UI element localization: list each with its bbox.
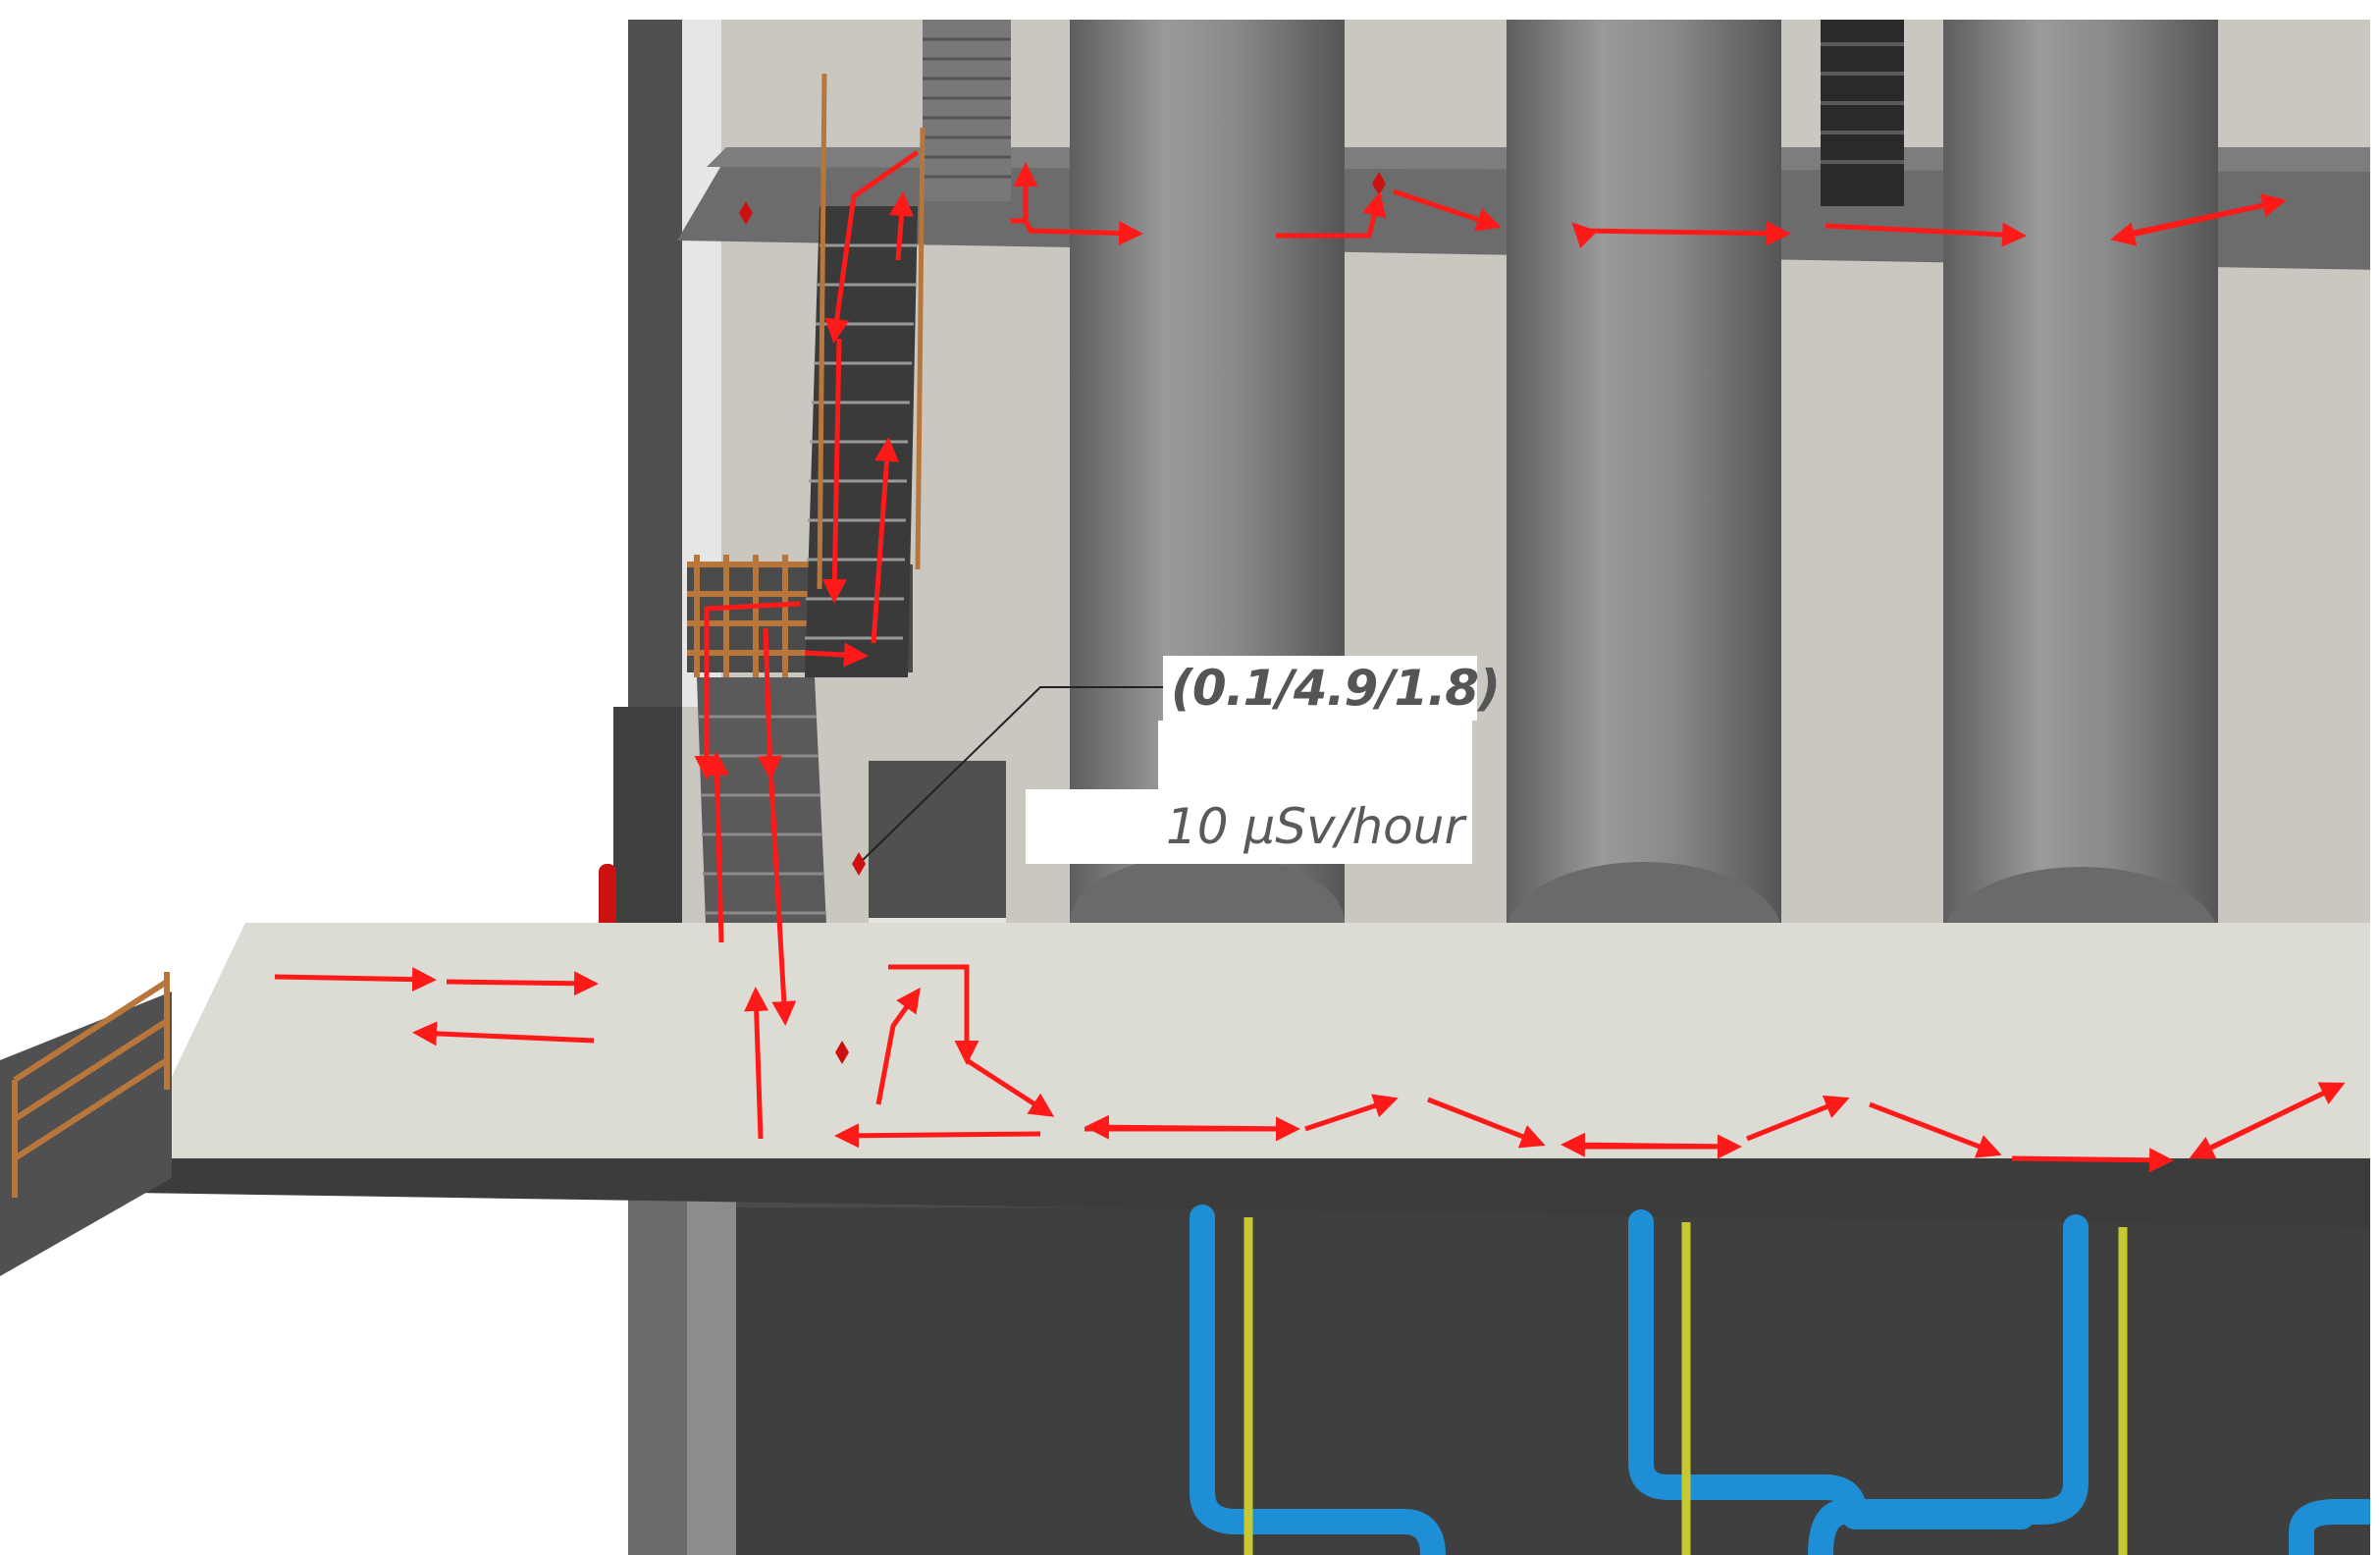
- blue-pipes: [1190, 1205, 2380, 1555]
- upper-stair-steps: [923, 37, 1011, 179]
- dose-rate-label: 10 μSv/hour: [1026, 789, 1472, 864]
- upper-stair: [923, 20, 1011, 201]
- vessel-3: [1943, 20, 2218, 1008]
- vertical-wall: [628, 20, 682, 707]
- main-floor-edge: [132, 1158, 2380, 1227]
- vessel-2: [1507, 20, 1781, 1003]
- left-railing: [12, 972, 170, 1198]
- leader-line: [858, 686, 1163, 865]
- route-arrows: [274, 149, 2346, 1173]
- label-background: [1158, 721, 1472, 789]
- upper-stair-right: [1821, 20, 1904, 206]
- coordinate-label: (0.1/4.9/1.8): [1163, 656, 1501, 721]
- middle-stair-steps: [805, 243, 918, 640]
- upper-stair-right-steps: [1821, 42, 1904, 164]
- main-floor: [132, 923, 2380, 1158]
- lower-room-pillar: [628, 1198, 687, 1555]
- measurement-point-icon: [739, 172, 1386, 1064]
- lower-room-back: [736, 1207, 2380, 1555]
- yellow-pipes: [1243, 1217, 2128, 1555]
- door: [869, 761, 1006, 918]
- lower-room-pillar-2: [687, 1198, 736, 1555]
- frame-right: [2370, 0, 2380, 1555]
- frame-top: [628, 0, 2380, 20]
- middle-stair-railing: [817, 73, 926, 590]
